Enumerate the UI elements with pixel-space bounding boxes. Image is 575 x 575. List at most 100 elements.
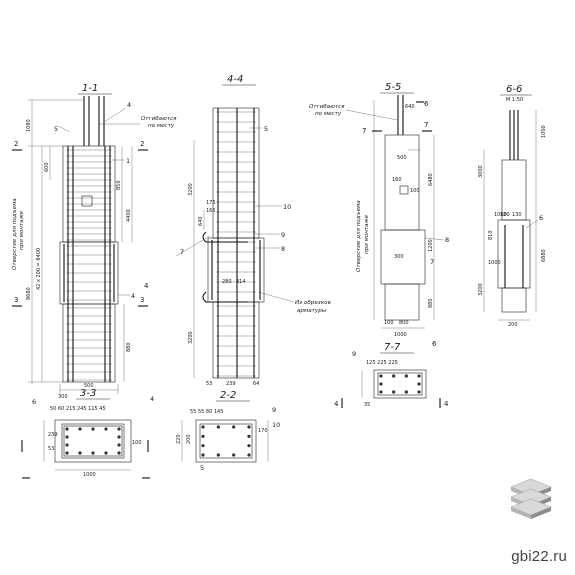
dim-value: 175	[206, 200, 216, 206]
scale-label: M 1:50	[506, 97, 523, 103]
rebar-dot	[201, 434, 205, 438]
rebar-dot	[247, 444, 251, 448]
dim-value: 8680	[26, 287, 32, 300]
rebar-dot	[78, 427, 82, 431]
rebar-dot	[404, 374, 408, 378]
plan-bars	[199, 423, 253, 459]
position-number: 6	[32, 398, 36, 406]
dim-value: 165	[206, 208, 216, 214]
dim-value: 810	[488, 230, 494, 240]
rebar-dot	[216, 425, 220, 429]
column-lower-body	[501, 287, 527, 313]
rebar-dot	[104, 451, 108, 455]
note-lifting-hole: Отверстие для подъема	[356, 200, 362, 272]
plan-outline	[195, 419, 257, 463]
rebar-dot	[201, 444, 205, 448]
section-7-7: 7-7 125 225 225 35 9 6 4 4	[334, 340, 449, 408]
rebar-dot	[216, 453, 220, 457]
dim-value: 120	[500, 212, 510, 218]
position-number: 6	[539, 214, 543, 222]
position-number: 8	[281, 245, 285, 253]
rebar-dot	[65, 451, 69, 455]
dim-value: 3200	[188, 183, 194, 196]
position-number: 5	[200, 464, 204, 472]
rebar-dot	[117, 451, 121, 455]
rebar-dot	[117, 427, 121, 431]
position-number: 8	[445, 236, 449, 244]
cut-label: 3	[140, 296, 144, 304]
dim-value: 130	[512, 212, 522, 218]
cut-label: 4	[334, 400, 339, 408]
note-bent: Отгибаются	[141, 116, 177, 122]
reinforcement-cage	[211, 108, 261, 378]
dim-value: 1200	[428, 239, 434, 252]
dim-value: 160	[392, 177, 402, 183]
rebar-dot	[379, 382, 383, 386]
dim-value: 850	[116, 180, 122, 190]
position-number: 9	[352, 350, 356, 358]
leader	[345, 109, 398, 121]
rebar-dot	[379, 374, 383, 378]
cut-label: 2	[14, 140, 18, 148]
dim-value: 1000	[494, 212, 507, 218]
cut-label: 6	[424, 100, 429, 108]
cut-label: 4	[444, 400, 449, 408]
stirrup-plan	[199, 423, 253, 459]
column-consol	[497, 219, 531, 289]
section-6-6: 6-6 M 1:50 3000 3200 1000 6880 810 1000 …	[478, 84, 547, 328]
dim-value: 3200	[478, 283, 484, 296]
column-lower-body	[212, 301, 260, 379]
cut-label: 7	[362, 127, 366, 135]
column-consol	[207, 237, 265, 303]
rebar-dot	[91, 427, 95, 431]
section-title-1-1: 1-1	[82, 83, 98, 94]
dim-value: 200	[508, 322, 518, 328]
note-lifting-hole-2: при монтаже	[364, 214, 370, 254]
dim-value: 4400	[126, 209, 132, 222]
plan-bars	[377, 372, 423, 396]
dim-value: 42 x 200 = 8400	[36, 248, 42, 290]
rebar-dot	[65, 427, 69, 431]
column-lower-body	[384, 283, 420, 321]
note-lifting-hole: Отверстие для подъема	[12, 198, 18, 270]
dim-row: 50 60 215 245 115 45	[50, 406, 106, 412]
dim-value: 1000	[83, 472, 96, 478]
section-title-2-2: 2-2	[220, 390, 236, 401]
rebar-dot	[379, 390, 383, 394]
position-number: 7	[430, 258, 434, 266]
position-number: 9	[272, 406, 276, 414]
dim-value: 35	[364, 402, 370, 408]
section-5-5: 5-5 6480 1200 880 640 500 160 100 300 10…	[309, 82, 449, 338]
rebar-dot	[104, 427, 108, 431]
dim-value: 314	[236, 279, 246, 285]
dim-value: 200	[186, 434, 192, 444]
dim-row: 55 55 80 145	[190, 409, 223, 415]
section-title-7-7: 7-7	[384, 342, 401, 353]
plan-bars	[63, 425, 123, 457]
dim-value: 640	[405, 104, 415, 110]
rebar-dot	[91, 451, 95, 455]
dim-value: 3000	[478, 165, 484, 178]
section-title-4-4: 4-4	[227, 74, 243, 85]
note-bent-2: по месту	[148, 123, 175, 129]
logo-icon	[510, 478, 552, 519]
cut-label: 4	[144, 282, 149, 290]
cut-label: 7	[424, 121, 428, 129]
cut-label: 2	[140, 140, 144, 148]
position-number: 5	[54, 125, 58, 133]
loop-bar	[202, 231, 248, 243]
position-number: 4	[131, 292, 135, 300]
column-upper-body	[384, 134, 420, 231]
leader	[57, 125, 71, 133]
note-lifting-hole-2: при монтаже	[19, 210, 25, 250]
rebar-dot	[232, 453, 236, 457]
dim-value: 100	[410, 188, 420, 194]
rebar-dot	[117, 443, 121, 447]
dim-value: 500	[84, 383, 94, 389]
note-scraps-2: арматуры	[297, 308, 327, 314]
rebar-dot	[65, 443, 69, 447]
dim-value: 239	[226, 381, 236, 387]
position-number: 7	[180, 248, 184, 256]
leader	[103, 107, 127, 123]
cut-label: 6	[432, 340, 437, 348]
